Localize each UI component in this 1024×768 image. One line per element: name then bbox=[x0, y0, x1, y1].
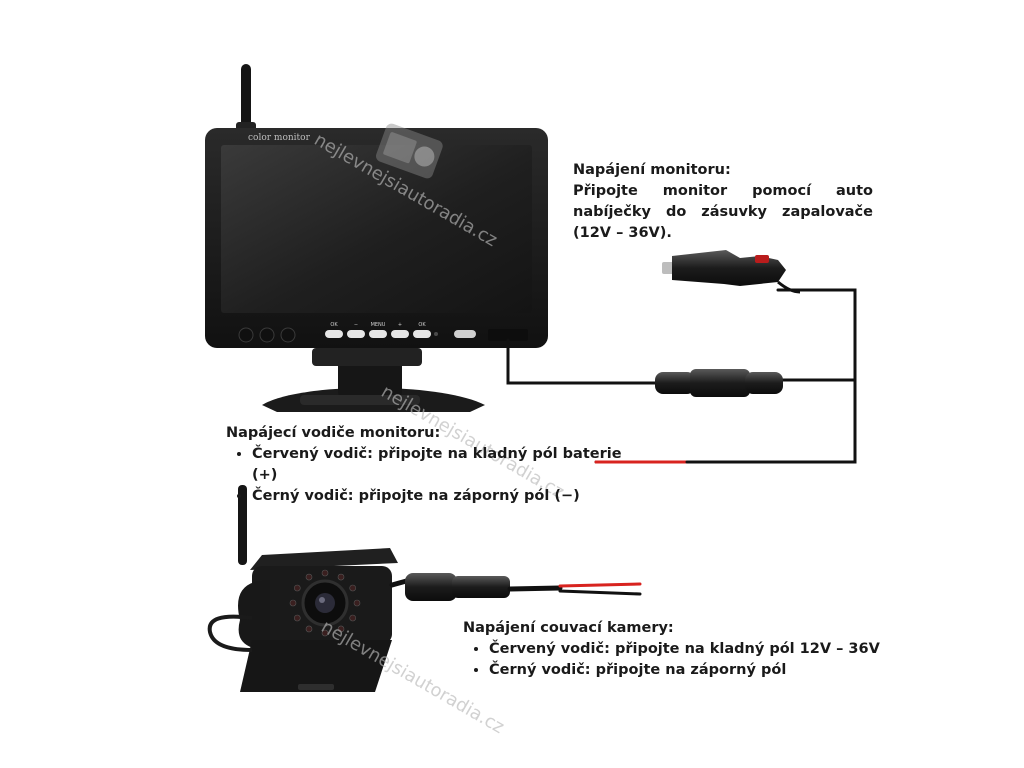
ir-led-icon bbox=[350, 615, 356, 621]
monitor-wires-list: Červený vodič: připojte na kladný pól ba… bbox=[226, 444, 646, 507]
ir-led-icon bbox=[354, 600, 360, 606]
control-knob-icon[interactable] bbox=[239, 328, 253, 342]
control-knob-icon[interactable] bbox=[260, 328, 274, 342]
ir-led-icon bbox=[306, 626, 312, 632]
ir-led-icon bbox=[338, 574, 344, 580]
monitor-button-label: − bbox=[354, 322, 358, 328]
monitor-power-text: Připojte monitor pomocí auto nabíječky d… bbox=[573, 181, 873, 244]
monitor-wires-note: Napájecí vodiče monitoru: Červený vodič:… bbox=[226, 423, 646, 507]
ir-led-icon bbox=[290, 600, 296, 606]
list-item: Černý vodič: připojte na záporný pól (−) bbox=[252, 486, 646, 507]
ir-led-icon bbox=[350, 585, 356, 591]
camera-power-note: Napájení couvací kamery: Červený vodič: … bbox=[463, 618, 883, 681]
control-knob-icon[interactable] bbox=[281, 328, 295, 342]
cigarette-lighter-plug bbox=[662, 250, 800, 292]
antenna bbox=[236, 64, 256, 136]
camera-bracket-left bbox=[238, 580, 270, 650]
led-indicator bbox=[434, 332, 438, 336]
camera-power-list: Červený vodič: připojte na kladný pól 12… bbox=[463, 639, 883, 681]
camera-power-title: Napájení couvací kamery: bbox=[463, 618, 883, 639]
monitor-power-note: Napájení monitoru: Připojte monitor pomo… bbox=[573, 160, 873, 244]
monitor-label: color monitor bbox=[248, 133, 311, 143]
ir-led-icon bbox=[306, 574, 312, 580]
monitor-power-title: Napájení monitoru: bbox=[573, 160, 873, 181]
monitor-wires-title: Napájecí vodiče monitoru: bbox=[226, 423, 646, 444]
ir-led-icon bbox=[322, 570, 328, 576]
monitor-button-label: OK bbox=[418, 322, 426, 328]
list-item: Červený vodič: připojte na kladný pól ba… bbox=[252, 444, 646, 486]
ir-led-icon bbox=[294, 585, 300, 591]
monitor-stand bbox=[262, 348, 485, 412]
camera-wiring bbox=[392, 573, 640, 601]
power-button[interactable] bbox=[454, 330, 476, 338]
monitor-button-label: MENU bbox=[371, 322, 386, 328]
monitor-button-label: OK bbox=[330, 322, 338, 328]
ir-led-icon bbox=[294, 615, 300, 621]
monitor-button-label: + bbox=[398, 322, 402, 328]
list-item: Červený vodič: připojte na kladný pól 12… bbox=[489, 639, 883, 660]
inline-connector bbox=[655, 369, 783, 397]
list-item: Černý vodič: připojte na záporný pól bbox=[489, 660, 883, 681]
